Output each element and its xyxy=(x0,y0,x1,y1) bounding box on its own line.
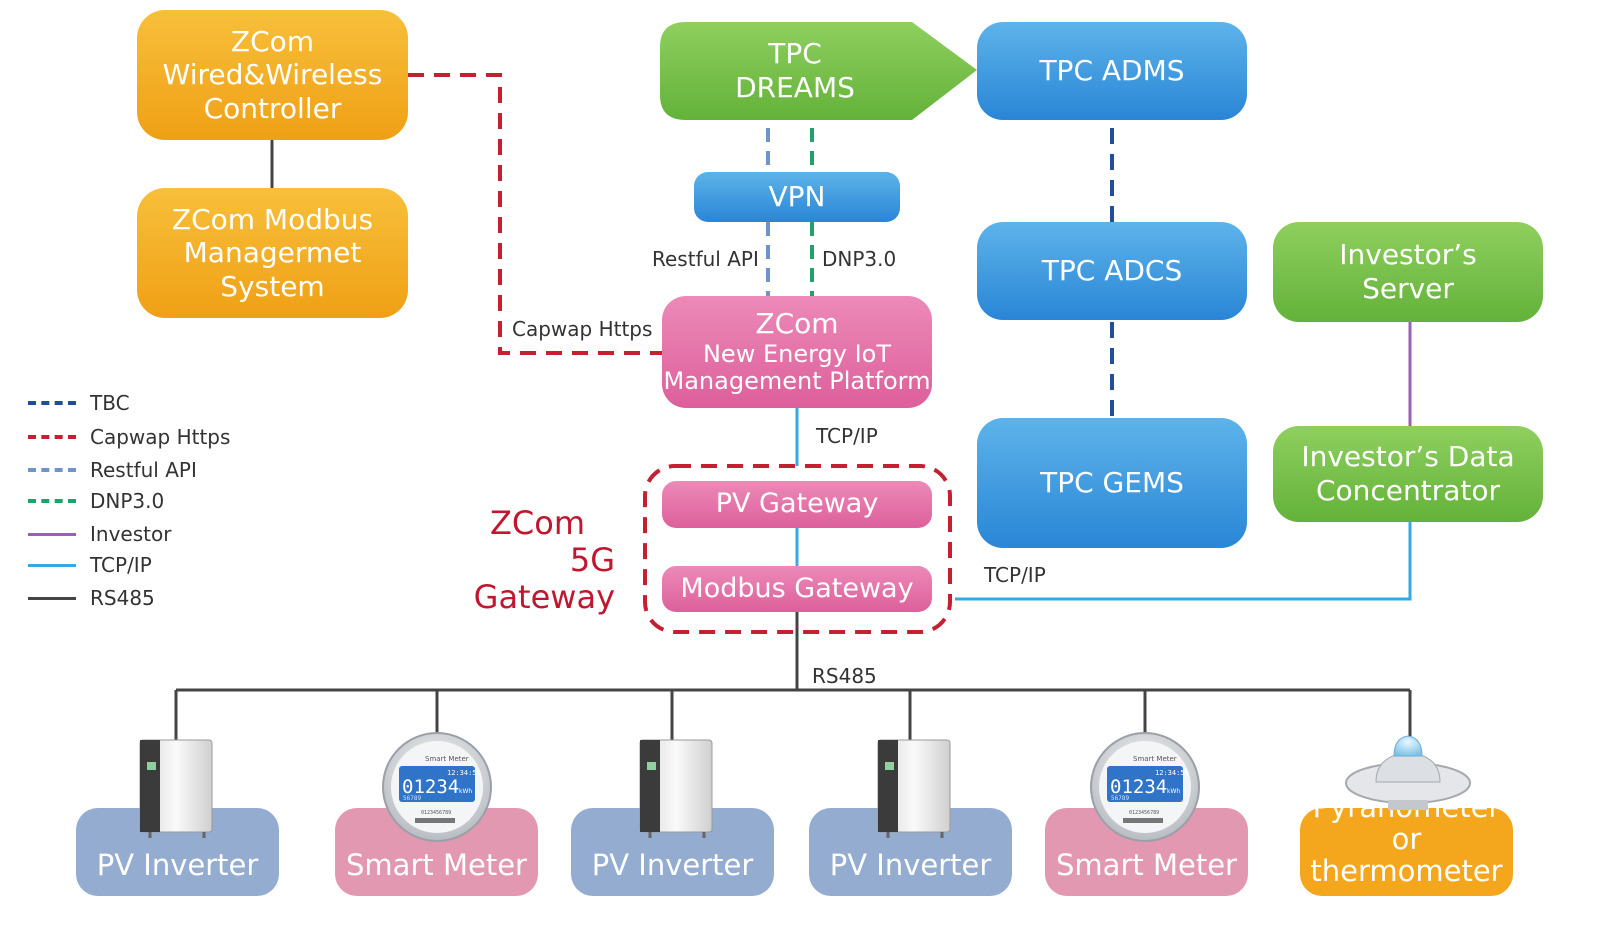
node-label: Modbus Gateway xyxy=(680,572,914,604)
device-label: or thermometer xyxy=(1310,822,1503,889)
zcom-controller-node[interactable]: ZCom Wired&Wireless Controller xyxy=(137,10,408,140)
gateway-title-line: ZCom xyxy=(489,504,585,542)
gateway-title-line: 5G Gateway xyxy=(473,540,615,616)
pv-inverter-device[interactable]: PV Inverter xyxy=(571,808,774,896)
node-label: ZCom xyxy=(755,307,839,341)
legend-label: TBC xyxy=(90,391,130,415)
legend-label: Capwap Https xyxy=(90,425,231,449)
legend-item-tcpip: TCP/IP xyxy=(28,553,152,577)
node-label: TPC GEMS xyxy=(1040,466,1184,500)
device-label: PV Inverter xyxy=(591,848,754,882)
device-label: PV Inverter xyxy=(829,848,992,882)
node-label: ZCom Modbus xyxy=(171,202,374,236)
node-label: TPC xyxy=(768,37,822,71)
tcpip-investor-edge-label: TCP/IP xyxy=(984,563,1046,587)
tpc-dreams-node[interactable]: TPC DREAMS xyxy=(660,22,930,120)
node-label: VPN xyxy=(768,180,826,214)
device-label: Smart Meter xyxy=(346,848,527,882)
node-label: Investor’s xyxy=(1339,238,1477,272)
capwap-line xyxy=(408,73,665,355)
legend-swatch xyxy=(28,596,76,600)
legend-label: TCP/IP xyxy=(90,553,152,577)
legend-swatch xyxy=(28,532,76,536)
gateway-group-border xyxy=(643,464,952,634)
device-label: PV Inverter xyxy=(96,848,259,882)
legend-swatch xyxy=(28,563,76,567)
pv-inverter-device[interactable]: PV Inverter xyxy=(76,808,279,896)
legend-swatch xyxy=(28,401,76,405)
tcpip-platform-edge-label: TCP/IP xyxy=(816,424,878,448)
legend-item-capwap: Capwap Https xyxy=(28,425,230,449)
device-label: Smart Meter xyxy=(1056,848,1237,882)
node-label: TPC ADCS xyxy=(1041,254,1183,288)
restful-edge-label: Restful API xyxy=(652,247,759,271)
investor-server-node[interactable]: Investor’s Server xyxy=(1273,222,1543,322)
node-label: System xyxy=(220,269,325,303)
node-label: Wired&Wireless xyxy=(162,58,383,92)
legend-item-investor: Investor xyxy=(28,522,171,546)
legend-swatch xyxy=(28,435,76,439)
node-label: DREAMS xyxy=(735,71,855,104)
device-label: Pyranometer xyxy=(1312,790,1501,825)
rs485-edge-label: RS485 xyxy=(812,664,877,688)
zcom-platform-node[interactable]: ZCom New Energy IoT Management Platform xyxy=(662,296,932,408)
pv-inverter-device[interactable]: PV Inverter xyxy=(809,808,1012,896)
node-label: TPC ADMS xyxy=(1039,54,1185,88)
pv-gateway-node[interactable]: PV Gateway xyxy=(662,481,932,528)
tpc-gems-node[interactable]: TPC GEMS xyxy=(977,418,1247,548)
investor-concentrator-node[interactable]: Investor’s Data Concentrator xyxy=(1273,426,1543,522)
legend-swatch xyxy=(28,468,76,472)
capwap-edge-label: Capwap Https xyxy=(512,317,653,341)
node-label: New Energy IoT xyxy=(702,339,892,368)
tpc-adcs-node[interactable]: TPC ADCS xyxy=(977,222,1247,320)
legend-label: RS485 xyxy=(90,586,155,610)
legend-item-rs485: RS485 xyxy=(28,586,155,610)
smart-meter-device[interactable]: Smart Meter xyxy=(1045,808,1248,896)
node-label: Management Platform xyxy=(663,367,931,396)
tcpip-line-investor xyxy=(955,522,1412,601)
tpc-dreams-shape xyxy=(660,22,977,120)
dnp3-edge-label: DNP3.0 xyxy=(822,247,897,271)
legend-item-restful: Restful API xyxy=(28,458,197,482)
node-label: Investor’s Data xyxy=(1301,440,1515,474)
tpc-adms-node[interactable]: TPC ADMS xyxy=(977,22,1247,120)
legend-label: DNP3.0 xyxy=(90,489,165,513)
gateway-group-title: ZCom 5G Gateway xyxy=(420,505,615,615)
node-label: ZCom xyxy=(230,24,315,58)
node-label: PV Gateway xyxy=(715,488,879,520)
smart-meter-device[interactable]: Smart Meter xyxy=(335,808,538,896)
zcom-modbus-node[interactable]: ZCom Modbus Managermet System xyxy=(137,188,408,318)
node-label: Server xyxy=(1362,272,1454,305)
legend-item-dnp3: DNP3.0 xyxy=(28,489,164,513)
pyranometer-device[interactable]: Pyranometer or thermometer xyxy=(1300,791,1513,896)
modbus-gateway-node[interactable]: Modbus Gateway xyxy=(662,566,932,612)
legend-label: Restful API xyxy=(90,458,197,482)
vpn-node[interactable]: VPN xyxy=(694,172,900,222)
node-label: Concentrator xyxy=(1315,474,1501,507)
node-label: Controller xyxy=(203,91,342,125)
legend-label: Investor xyxy=(90,522,172,546)
legend-swatch xyxy=(28,499,76,503)
node-label: Managermet xyxy=(183,236,362,270)
legend-item-tbc: TBC xyxy=(28,391,130,415)
